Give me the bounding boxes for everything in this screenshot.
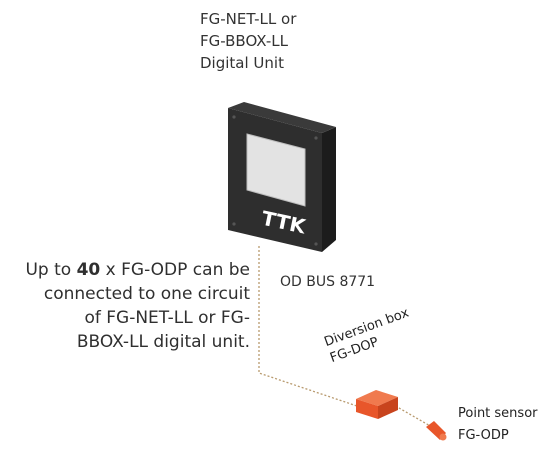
unit-label-line-2: FG-BBOX-LL <box>200 32 288 50</box>
note-line-2: connected to one circuit <box>43 284 250 304</box>
display-window <box>246 133 306 207</box>
screw-icon <box>314 242 318 246</box>
note-prefix: Up to <box>25 260 77 280</box>
diversion-box-top <box>356 390 398 406</box>
point-sensor-label-line-1: Point sensor <box>458 406 538 421</box>
screw-icon <box>314 136 318 140</box>
digital-unit-label: FG-NET-LL or FG-BBOX-LL Digital Unit <box>200 8 296 74</box>
screw-icon <box>232 222 236 226</box>
unit-label-line-3: Digital Unit <box>200 54 284 72</box>
point-sensor-label-line-2: FG-ODP <box>458 428 509 443</box>
note-count: 40 <box>76 260 101 280</box>
digital-unit: TTK <box>228 102 336 252</box>
note-line-1: Up to 40 x FG-ODP can be <box>0 258 250 282</box>
bus-label: OD BUS 8771 <box>280 274 376 290</box>
diversion-box-side <box>378 397 398 419</box>
digital-unit-side <box>322 127 336 252</box>
diversion-box-front <box>356 399 378 419</box>
screw-icon <box>232 115 236 119</box>
point-sensor <box>426 421 447 441</box>
unit-label-line-1: FG-NET-LL or <box>200 10 297 28</box>
digital-unit-top <box>228 102 336 133</box>
diversion-box <box>356 390 398 419</box>
note-line-3: of FG-NET-LL or FG- <box>84 308 250 328</box>
point-sensor-tip <box>439 433 447 441</box>
point-sensor-label: Point sensor FG-ODP <box>458 403 538 447</box>
note-line-1-suffix: x FG-ODP can be <box>100 260 250 280</box>
note-line-4: BBOX-LL digital unit. <box>76 332 250 352</box>
capacity-note: Up to 40 x FG-ODP can be connected to on… <box>0 258 250 354</box>
